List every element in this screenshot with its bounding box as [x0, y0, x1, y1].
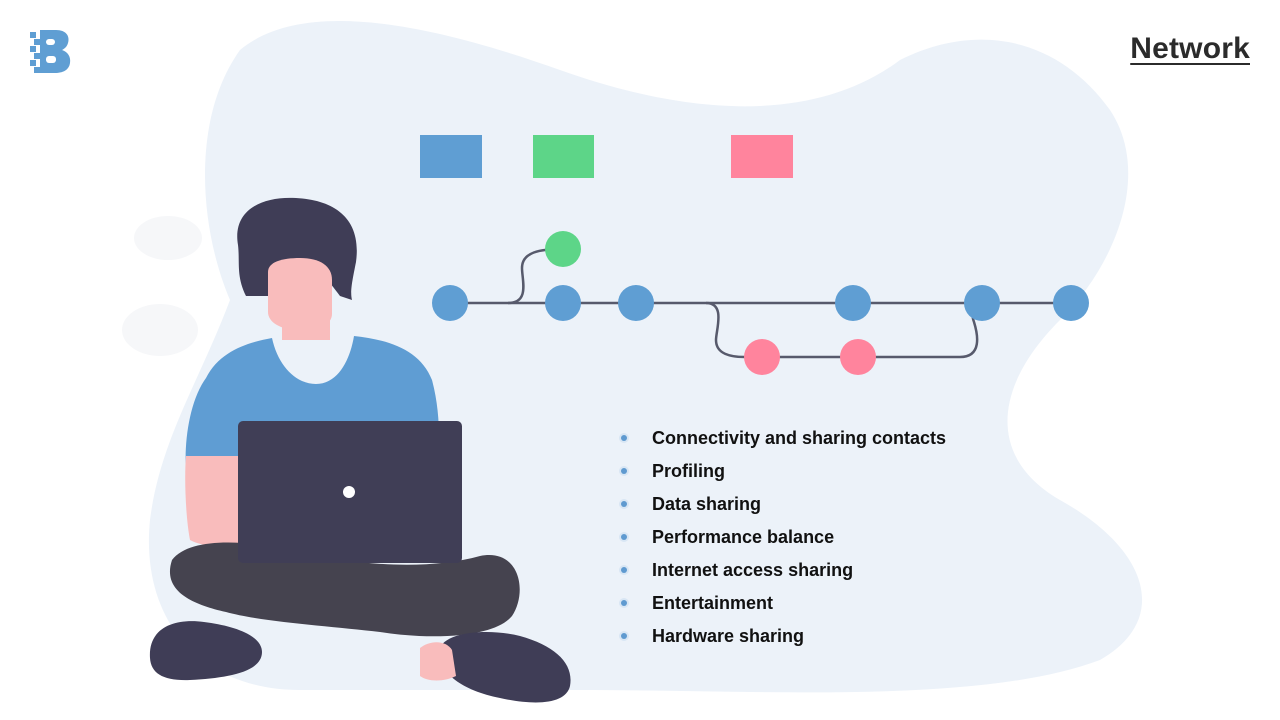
node-pink	[744, 339, 780, 375]
bullet-icon	[621, 567, 627, 573]
bullet-icon	[621, 435, 627, 441]
person-illustration	[149, 197, 571, 703]
list-item: Profiling	[616, 458, 946, 491]
page-title: Network	[1130, 32, 1250, 65]
list-item-label: Performance balance	[652, 527, 835, 547]
bullet-icon	[621, 633, 627, 639]
list-item-label: Hardware sharing	[652, 626, 805, 646]
list-item-label: Entertainment	[652, 593, 774, 613]
bullet-icon	[621, 600, 627, 606]
feature-list: Connectivity and sharing contacts Profil…	[616, 425, 946, 656]
brand-b-logo-icon[interactable]	[28, 28, 72, 74]
list-item: Performance balance	[616, 524, 946, 557]
node-pink	[840, 339, 876, 375]
network-nodes	[432, 231, 1089, 375]
node-blue	[964, 285, 1000, 321]
bullet-icon	[621, 468, 627, 474]
node-blue	[835, 285, 871, 321]
list-item: Data sharing	[616, 491, 946, 524]
bullet-icon	[621, 534, 627, 540]
green-branch-line	[507, 247, 564, 305]
legend-swatch-blue	[420, 135, 482, 178]
list-item-label: Profiling	[652, 461, 725, 481]
face	[268, 258, 332, 330]
decorative-leaf	[134, 216, 202, 260]
legend-swatch-green	[533, 135, 594, 178]
bullet-icon	[621, 501, 627, 507]
node-blue	[1053, 285, 1089, 321]
legend-swatch-pink	[731, 135, 793, 178]
list-item: Internet access sharing	[616, 557, 946, 590]
ankle	[420, 642, 456, 681]
list-item: Entertainment	[616, 590, 946, 623]
arm	[185, 456, 246, 546]
foot	[439, 632, 571, 703]
foot	[149, 621, 262, 681]
list-item: Connectivity and sharing contacts	[616, 425, 946, 458]
list-item: Hardware sharing	[616, 623, 946, 656]
decorative-leaf	[122, 304, 198, 356]
list-item-label: Data sharing	[652, 494, 762, 514]
node-blue	[545, 285, 581, 321]
pants	[169, 542, 520, 637]
list-item-label: Internet access sharing	[652, 560, 854, 580]
node-blue	[432, 285, 468, 321]
node-green	[545, 231, 581, 267]
laptop-logo	[343, 486, 355, 498]
list-item-label: Connectivity and sharing contacts	[652, 428, 947, 448]
node-blue	[618, 285, 654, 321]
